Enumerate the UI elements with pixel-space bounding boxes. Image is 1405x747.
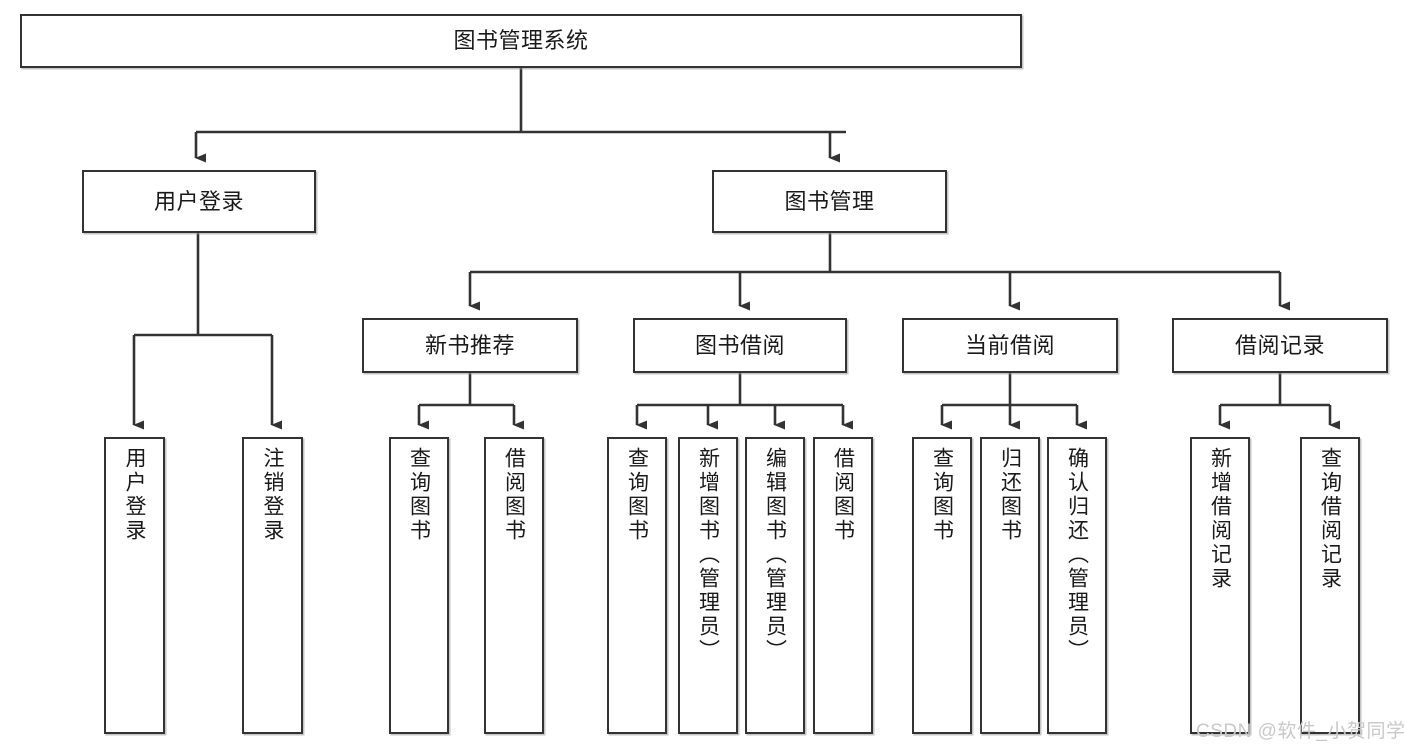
leaf-book-borrow-query[interactable]: 查询图书 bbox=[607, 437, 667, 734]
node-label: 查询借阅记录 bbox=[1318, 447, 1342, 591]
node-root-book-management-system[interactable]: 图书管理系统 bbox=[20, 14, 1022, 68]
leaf-new-book-query[interactable]: 查询图书 bbox=[389, 437, 449, 734]
node-label: 用户登录 bbox=[153, 188, 244, 214]
node-label: 查询图书 bbox=[625, 447, 649, 543]
leaf-book-borrow-add[interactable]: 新增图书（管理员） bbox=[678, 437, 738, 734]
node-label: 编辑图书（管理员） bbox=[763, 447, 787, 663]
node-book-borrow[interactable]: 图书借阅 bbox=[633, 318, 847, 373]
node-label: 图书管理系统 bbox=[453, 28, 589, 54]
node-label: 图书借阅 bbox=[694, 332, 785, 358]
leaf-book-borrow-borrow[interactable]: 借阅图书 bbox=[813, 437, 873, 734]
node-book-management[interactable]: 图书管理 bbox=[712, 170, 947, 233]
leaf-book-borrow-edit[interactable]: 编辑图书（管理员） bbox=[745, 437, 805, 734]
node-borrow-record[interactable]: 借阅记录 bbox=[1172, 318, 1388, 373]
node-label: 当前借阅 bbox=[964, 332, 1055, 358]
leaf-user-login-signout[interactable]: 注销登录 bbox=[242, 437, 303, 734]
node-label: 新增图书（管理员） bbox=[696, 447, 720, 663]
node-label: 查询图书 bbox=[407, 447, 431, 543]
node-label: 注销登录 bbox=[261, 447, 284, 543]
leaf-borrow-record-add[interactable]: 新增借阅记录 bbox=[1190, 437, 1250, 734]
node-user-login[interactable]: 用户登录 bbox=[82, 170, 316, 233]
leaf-current-borrow-query[interactable]: 查询图书 bbox=[912, 437, 972, 734]
node-label: 用户登录 bbox=[123, 447, 146, 543]
node-current-borrow[interactable]: 当前借阅 bbox=[902, 318, 1118, 373]
leaf-new-book-borrow[interactable]: 借阅图书 bbox=[484, 437, 544, 734]
watermark-text: CSDN @软件_小贺同学 bbox=[1196, 721, 1405, 742]
node-new-book-recommend[interactable]: 新书推荐 bbox=[362, 318, 578, 373]
leaf-borrow-record-query[interactable]: 查询借阅记录 bbox=[1300, 437, 1360, 734]
node-label: 借阅记录 bbox=[1234, 332, 1325, 358]
node-label: 查询图书 bbox=[930, 447, 954, 543]
node-label: 图书管理 bbox=[784, 188, 875, 214]
node-label: 借阅图书 bbox=[831, 447, 855, 543]
node-label: 借阅图书 bbox=[502, 447, 526, 543]
node-label: 新书推荐 bbox=[424, 332, 515, 358]
node-label: 归还图书 bbox=[998, 447, 1022, 543]
node-label: 确认归还（管理员） bbox=[1065, 447, 1089, 663]
node-label: 新增借阅记录 bbox=[1208, 447, 1232, 591]
leaf-user-login-signin[interactable]: 用户登录 bbox=[104, 437, 165, 734]
leaf-current-borrow-return[interactable]: 归还图书 bbox=[980, 437, 1040, 734]
leaf-current-borrow-confirm-return[interactable]: 确认归还（管理员） bbox=[1047, 437, 1107, 734]
